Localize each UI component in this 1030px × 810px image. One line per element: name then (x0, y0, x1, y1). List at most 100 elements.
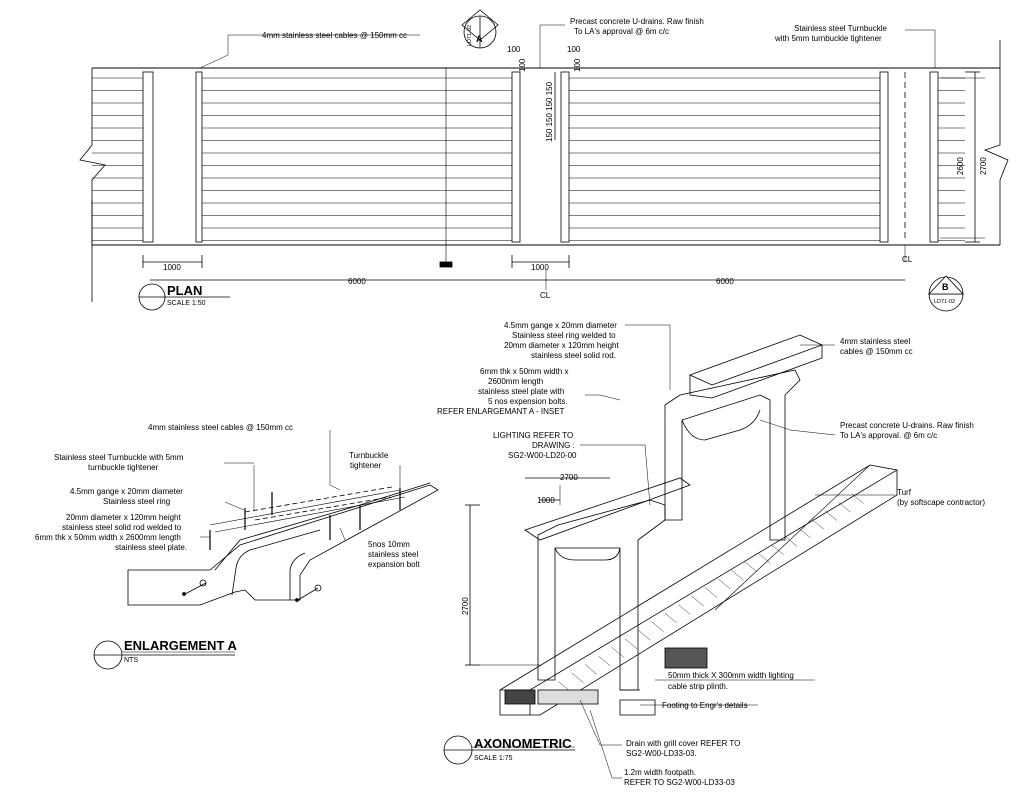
axo-hatch-line (651, 621, 664, 632)
axo-note-plate-4: 5 nos expension bolts. (488, 397, 568, 406)
axo-hatch-line (824, 510, 838, 521)
axo-note-plinth-1: 50mm thick X 300mm width lighting (668, 671, 794, 680)
enl-note-turnbuckle-2: turnbuckle tightener (88, 463, 159, 472)
axo-hatch-line (664, 612, 678, 624)
centerline-label-1: CL (540, 291, 551, 300)
axo-note-plate-3: stainless steel plate with (478, 387, 564, 396)
enl-note-rod-4: stainless steel plate. (115, 543, 187, 552)
axo-note-lighting-2: DRAWING : (532, 441, 575, 450)
axo-dim-1000: 1000 (537, 496, 555, 505)
axo-note-footing: Footing to Engr's details (662, 701, 748, 710)
axo-hatch-line (638, 630, 651, 641)
dim-100-c: 100 (567, 45, 581, 54)
axonometric-view (443, 324, 898, 779)
axo-hatch-line (798, 527, 811, 538)
axo-note-lighting-3: SG2-W00-LD20-00 (508, 451, 577, 460)
plan-drain-post-center (511, 71, 570, 243)
dim-100-b: 100 (518, 58, 527, 72)
axo-dim-2700-vertical: 2700 (461, 597, 470, 615)
dim-1000-left: 1000 (163, 263, 181, 272)
axo-note-drains-1: Precast concrete U-drains. Raw finish (840, 421, 974, 430)
axo-note-plate-1: 6mm thk x 50mm width x (480, 367, 568, 376)
axo-note-footpath-1: 1.2m width footpath. (624, 768, 696, 777)
axo-hatch-line (691, 595, 704, 607)
enlargement-scale: NTS (124, 657, 138, 664)
enl-note-cables: 4mm stainless steel cables @ 150mm cc (148, 423, 293, 432)
enl-note-ring-1: 4.5mm gange x 20mm diameter (70, 487, 183, 496)
section-a-letter: A (476, 34, 483, 44)
enlargement-title: ENLARGEMENT A (124, 638, 238, 653)
axo-note-turf-1: Turf (897, 488, 912, 497)
plan-drain-post-right (879, 71, 939, 243)
dim-2700: 2700 (979, 157, 988, 175)
axo-note-plinth-2: cable strip plinth. (668, 682, 728, 691)
plan-view (79, 9, 1009, 312)
dim-100-d: 100 (573, 58, 582, 72)
plan-cables-right (938, 77, 965, 241)
axo-dim-2700-horizontal: 2700 (560, 473, 578, 482)
axo-note-cables-2: cables @ 150mm cc (840, 347, 913, 356)
plan-note-drains-1: Precast concrete U-drains. Raw finish (570, 17, 704, 26)
plan-note-drains-2: To LA's approval @ 6m c/c (574, 27, 669, 36)
axo-hatch-line (731, 570, 744, 581)
axo-hatch-line (771, 544, 784, 555)
axo-hatch-line (624, 638, 638, 649)
axo-hatch-line (704, 587, 718, 598)
axo-hatch-line (744, 561, 758, 573)
axo-note-footpath-2: REFER TO SG2-W00-LD33-03 (624, 778, 735, 787)
enl-note-tightener-1: Turnbuckle (349, 451, 389, 460)
plan-note-cables: 4mm stainless steel cables @ 150mm cc (262, 31, 407, 40)
axonometric-scale: SCALE 1:75 (474, 755, 513, 762)
axo-hatch-line (678, 604, 691, 615)
enl-note-rod-3: 6mm thk x 50mm width x 2600mm length (35, 533, 181, 542)
axo-note-ring-1: 4.5mm gange x 20mm diameter (504, 321, 617, 330)
enl-note-ring-2: Stainless steel ring (103, 497, 170, 506)
plan-note-turnbuckle-1: Stainless steel Turnbuckle (794, 24, 887, 33)
section-b-ref: LD71-02 (934, 299, 955, 305)
dim-2600: 2600 (956, 157, 965, 175)
axo-hatch-line (838, 501, 851, 513)
enl-note-bolt-3: expansion bolt (368, 560, 420, 569)
section-a-ref: LD71-02 (467, 25, 473, 46)
axo-hatch-line (571, 672, 584, 684)
axo-note-cables-1: 4mm stainless steel (840, 337, 910, 346)
axo-note-plate-5: REFER ENLARGEMANT A - INSET (437, 407, 565, 416)
enl-note-tightener-2: tightener (350, 461, 381, 470)
axo-note-drains-2: To LA's approval. @ 6m c/c (840, 431, 937, 440)
section-b-letter: B (942, 282, 949, 292)
section-marker-b (928, 275, 964, 312)
enl-note-bolt-1: 5nos 10mm (368, 540, 410, 549)
enl-note-bolt-2: stainless steel (368, 550, 418, 559)
axo-hatch-line (811, 519, 824, 530)
axo-note-ring-4: stainless steel solid rod. (531, 351, 616, 360)
axo-note-lighting-1: LIGHTING REFER TO (493, 431, 573, 440)
axo-note-drain-cover-2: SG2-W00-LD33-03. (626, 749, 697, 758)
axo-hatch-line (784, 536, 798, 547)
axo-hatch-line (611, 647, 624, 658)
enl-note-rod-1: 20mm diameter x 120mm height (66, 513, 181, 522)
dim-6000-right: 6000 (716, 277, 734, 286)
plan-title: PLAN (167, 283, 202, 298)
centerline-label-2: CL (902, 255, 913, 264)
plan-cables-middle (202, 77, 880, 241)
plan-scale: SCALE 1:50 (167, 300, 206, 307)
axo-note-plate-2: 2600mm length (488, 377, 543, 386)
axo-note-turf-2: (by softscape contractor) (897, 498, 985, 507)
dim-100-a: 100 (507, 45, 521, 54)
axo-hatch-line (718, 578, 731, 590)
dim-6000-left: 6000 (348, 277, 366, 286)
axo-hatch-line (758, 553, 771, 564)
dim-150-stack: 150 150 150 150 (545, 81, 554, 142)
dim-1000-center: 1000 (531, 263, 549, 272)
enl-note-turnbuckle-1: Stainless steel Turnbuckle with 5mm (54, 453, 184, 462)
enlargement-view (93, 430, 439, 670)
plan-cables-left (92, 77, 143, 241)
section-marker-a (461, 9, 499, 49)
plan-drain-post-left (142, 71, 203, 243)
axo-footpath-hatch (544, 493, 864, 701)
axo-note-ring-3: 20mm diameter x 120mm height (504, 341, 619, 350)
axonometric-title: AXONOMETRIC (474, 736, 572, 751)
axo-note-drain-cover-1: Drain with grill cover REFER TO (626, 739, 740, 748)
plan-note-turnbuckle-2: with 5mm turnbuckle tightener (774, 34, 882, 43)
